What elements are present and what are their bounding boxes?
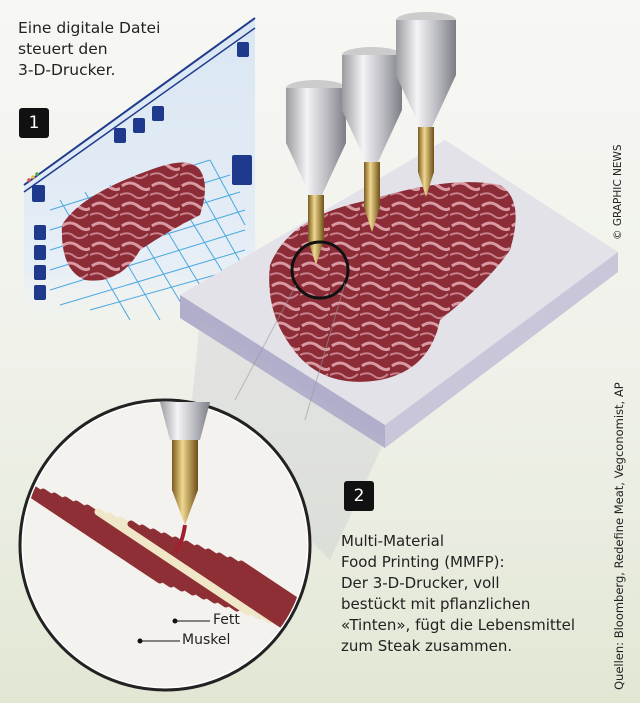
step2-line: Der 3-D-Drucker, voll	[341, 574, 500, 592]
step2-line: zum Steak zusammen.	[341, 637, 513, 655]
rotate-icon[interactable]	[34, 265, 46, 280]
intro-text: Eine digitale Datei steuert den 3-D-Druc…	[18, 18, 160, 81]
steak-model	[61, 162, 205, 281]
move-icon[interactable]	[34, 245, 46, 260]
add-icon[interactable]	[114, 128, 126, 143]
home-icon[interactable]	[32, 185, 45, 202]
toolbar-icons	[32, 42, 252, 300]
scale-icon[interactable]	[34, 285, 46, 300]
select-arrow-icon[interactable]	[34, 225, 46, 240]
intro-line: steuert den	[18, 40, 108, 58]
step-1-badge: 1	[19, 108, 49, 138]
muscle-strand	[237, 560, 307, 668]
intro-line: 3-D-Drucker.	[18, 61, 116, 79]
step-2-text: Multi-Material Food Printing (MMFP): Der…	[341, 531, 575, 657]
credit: © GRAPHIC NEWS	[612, 144, 624, 240]
magnifier-ring	[290, 240, 350, 300]
nozzle	[396, 12, 456, 197]
nozzle	[342, 47, 402, 232]
step2-line: Food Printing (MMFP):	[341, 553, 505, 571]
menu-icon[interactable]	[133, 118, 145, 133]
step2-line: Multi-Material	[341, 532, 445, 550]
print-icon[interactable]	[152, 106, 164, 121]
step-2-badge: 2	[344, 481, 374, 511]
intro-line: Eine digitale Datei	[18, 19, 161, 37]
view-icon[interactable]	[232, 155, 252, 185]
magnified-detail	[18, 398, 312, 692]
step2-line: bestückt mit pflanzlichen	[341, 595, 531, 613]
nozzle	[286, 80, 346, 265]
sources: Quellen: Bloomberg, Redefine Meat, Vegco…	[612, 382, 626, 690]
printer-nozzles	[286, 12, 456, 265]
step2-line: «Tinten», fügt die Lebensmittel	[341, 616, 576, 634]
software-screen	[23, 17, 256, 330]
label-fat: Fett	[213, 612, 240, 628]
detail-nozzle	[160, 402, 210, 554]
label-muscle: Muskel	[182, 632, 231, 648]
help-icon[interactable]	[237, 42, 249, 57]
